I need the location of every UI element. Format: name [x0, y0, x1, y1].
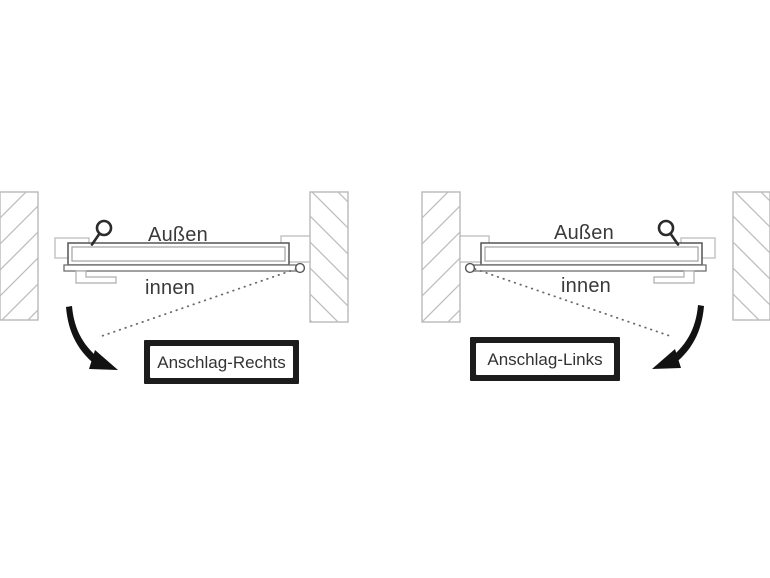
hinge-pivot-icon [464, 262, 476, 274]
swing-arrow-icon [652, 305, 704, 369]
callout-anschlag-rechts[interactable]: Anschlag-Rechts [144, 340, 299, 384]
swing-arrow-icon [66, 306, 118, 370]
door-handle-icon [657, 219, 680, 246]
outside-label: Außen [554, 222, 614, 244]
hinge-pivot-icon [294, 262, 306, 274]
callout-label: Anschlag-Links [487, 350, 602, 369]
inside-label: innen [561, 275, 611, 297]
door-slab-inner-line [71, 246, 286, 262]
wall-left [421, 191, 461, 323]
inside-label: innen [145, 277, 195, 299]
outside-label: Außen [148, 224, 208, 246]
door-stop-bracket [75, 270, 117, 284]
callout-fill [150, 346, 293, 378]
threshold-sill [63, 264, 303, 272]
door-handle-icon [90, 219, 113, 246]
threshold-sill [467, 264, 707, 272]
dotted-leader-line [98, 268, 297, 338]
wall-right [309, 191, 349, 323]
wall-left [0, 191, 39, 321]
wall-right-outline [732, 191, 770, 321]
anschlag-links-panel: Außen innen Anschlag-Links [421, 191, 770, 381]
callout-fill [476, 343, 614, 375]
dotted-leader-line [474, 268, 671, 337]
door-stop-bracket [653, 270, 695, 284]
anschlag-rechts-panel: Außen innen Anschlag-Rechts [0, 191, 349, 384]
callout-label: Anschlag-Rechts [157, 353, 286, 372]
door-slab-inner-line [484, 246, 699, 262]
wall-right [732, 191, 770, 321]
wall-left-outline [0, 191, 39, 321]
wall-right-outline [309, 191, 349, 323]
wall-left-outline [421, 191, 461, 323]
callout-anschlag-links[interactable]: Anschlag-Links [470, 337, 620, 381]
